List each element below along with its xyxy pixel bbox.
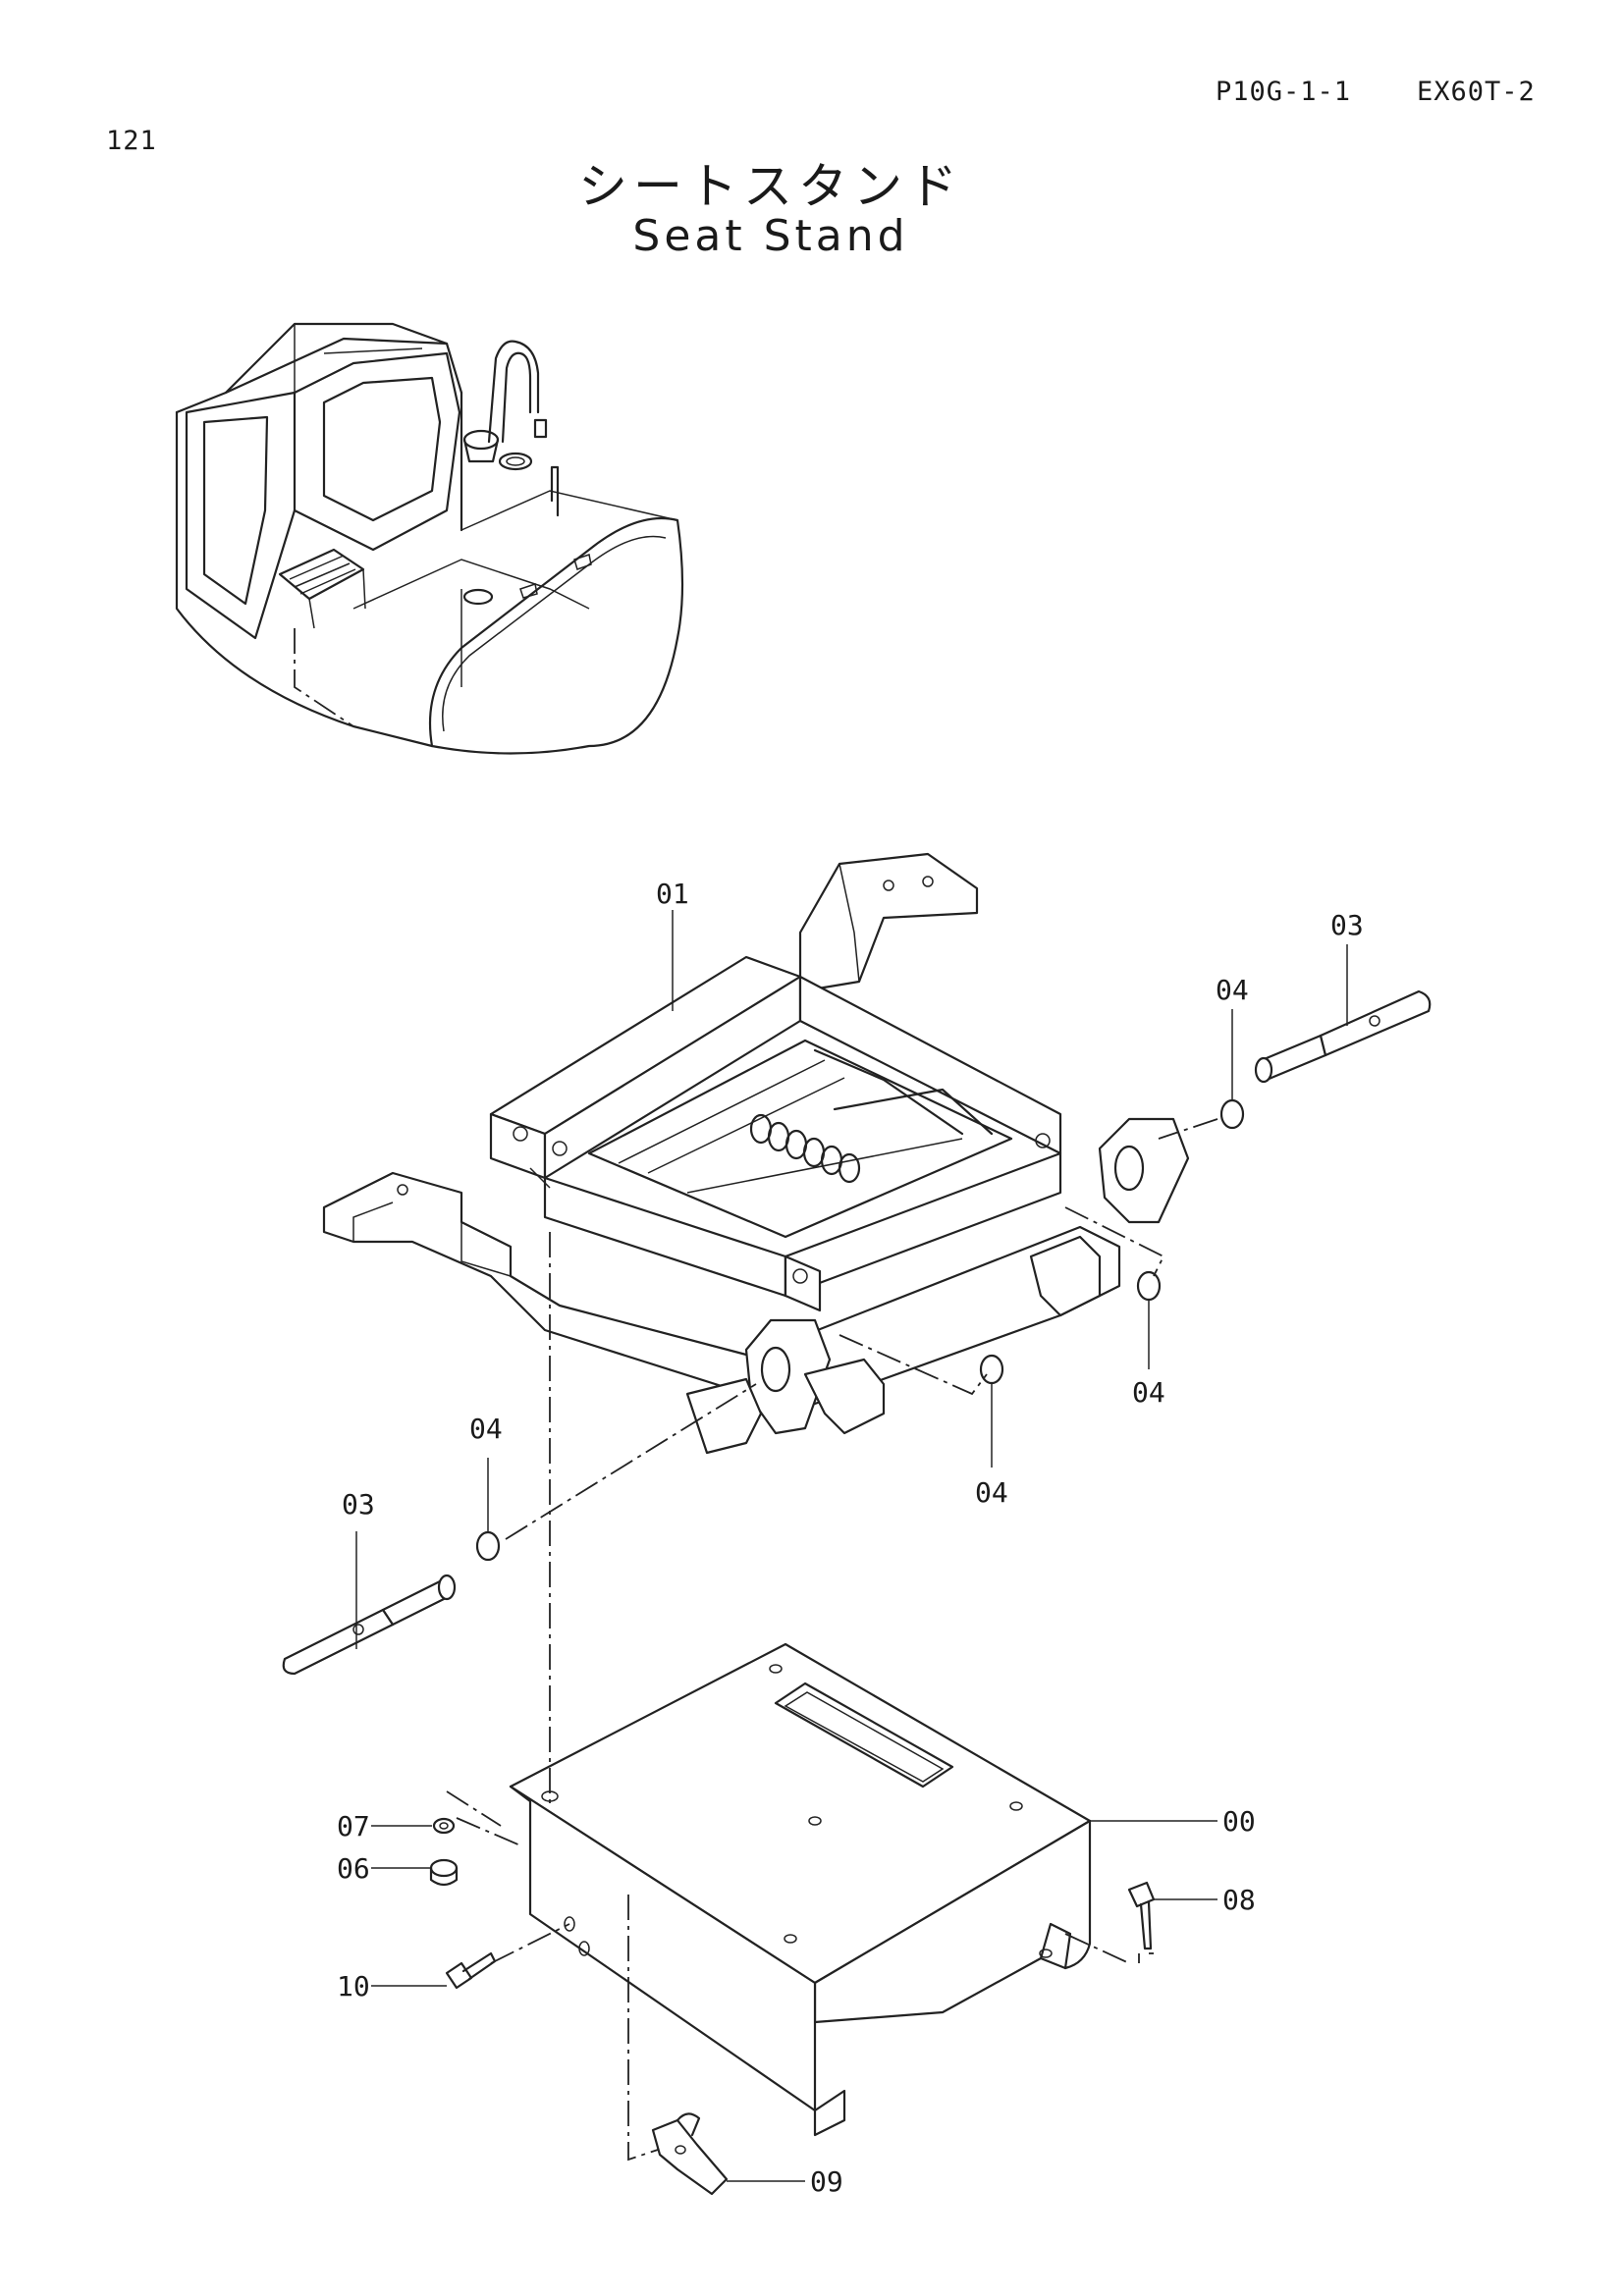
callout-04-left: 04: [469, 1413, 503, 1445]
title-english: Seat Stand: [632, 211, 909, 261]
bracket-09: [651, 2112, 729, 2196]
callout-08: 08: [1222, 1884, 1256, 1916]
callout-00: 00: [1222, 1805, 1256, 1838]
callout-04-right: 04: [1132, 1376, 1165, 1409]
snap-rings: [475, 1098, 1245, 1562]
callout-09: 09: [810, 2165, 843, 2198]
machine-model: EX60T-2: [1417, 77, 1536, 107]
callout-labels: 01 03 04 04 04 04 03 00 07 06 08 10 09: [337, 878, 1364, 2198]
callout-06: 06: [337, 1852, 370, 1885]
spring-coil: [749, 1113, 861, 1184]
callout-03-left: 03: [342, 1488, 375, 1521]
leader-lines: [355, 910, 1348, 2182]
callout-07: 07: [337, 1810, 370, 1842]
base-plate: [509, 1642, 1092, 2137]
page-number: 121: [106, 126, 157, 156]
bolt-08: [1127, 1881, 1156, 1950]
callout-01: 01: [656, 878, 689, 910]
pin-right: [1254, 989, 1432, 1084]
excavator-overview-illustration: [175, 322, 684, 755]
assembly-lines: [446, 1118, 1218, 2162]
bolt-10: [445, 1951, 497, 1990]
document-code: P10G-1-1: [1216, 77, 1352, 107]
callout-10: 10: [337, 1970, 370, 2002]
callout-03-right: 03: [1330, 909, 1364, 941]
callout-04-top: 04: [1216, 974, 1249, 1006]
nut-06: [429, 1858, 459, 1887]
pin-left: [282, 1574, 457, 1676]
callout-04-middle: 04: [975, 1476, 1008, 1509]
title-japanese: シートスタンド: [578, 158, 963, 215]
seat-frame-assembly: [322, 852, 1190, 1455]
washer-07: [432, 1817, 456, 1835]
